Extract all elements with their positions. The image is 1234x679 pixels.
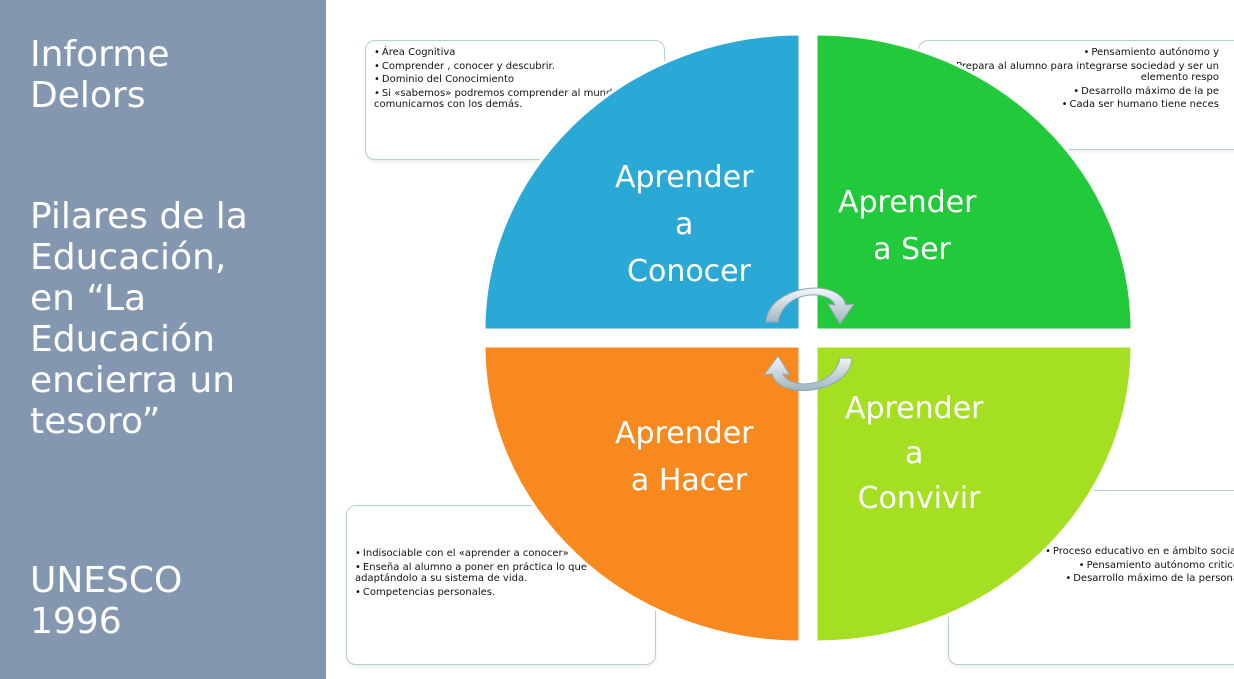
label-line: a Ser	[873, 232, 951, 267]
subtitle-line: Pilares de la	[30, 196, 248, 237]
subtitle-line: tesoro”	[30, 401, 161, 442]
subtitle-line: encierra un	[30, 360, 236, 401]
note-item: Proceso educativo en e ámbito social	[957, 546, 1234, 558]
quadrant-label: Aprender a Convivir	[845, 391, 993, 516]
note-item: Enseña al alumno a poner en práctica lo …	[355, 562, 647, 585]
quadrant-label: Aprender a Hacer	[615, 416, 763, 498]
org-line: 1996	[30, 601, 122, 642]
note-item: Desarrollo máximo de la persona	[957, 573, 1234, 585]
note-item: Dominio del Conocimiento	[374, 74, 656, 86]
label-line: a	[675, 207, 693, 242]
subtitle-line: Educación	[30, 319, 215, 360]
presentation-title: Informe Delors	[30, 34, 170, 116]
sidebar: Informe Delors Pilares de la Educación, …	[0, 0, 326, 679]
title-line: Informe	[30, 34, 170, 75]
organization-label: UNESCO 1996	[30, 560, 182, 642]
quadrant-aprender-a-conocer	[482, 32, 802, 332]
cycle-arrow-bottom-icon	[762, 355, 853, 392]
note-item: Indisociable con el «aprender a conocer»	[355, 548, 647, 560]
label-line: Aprender	[615, 160, 754, 195]
note-item: Si «sabemos» podremos comprender al mund…	[374, 88, 656, 111]
title-line: Delors	[30, 75, 146, 116]
presentation-subtitle: Pilares de la Educación, en “La Educació…	[30, 196, 320, 442]
quadrant-circle: Aprender a Conocer Aprender a Ser Aprend…	[482, 32, 1134, 644]
note-item: Comprender , conocer y descubrir.	[374, 61, 656, 73]
quadrant-label: Aprender a Conocer	[615, 160, 763, 289]
quadrant-aprender-a-convivir	[814, 344, 1134, 644]
note-item: Competencias personales.	[355, 587, 647, 599]
label-line: Conocer	[627, 254, 752, 289]
quadrant-aprender-a-ser	[814, 32, 1134, 332]
quadrant-label: Aprender a Ser	[838, 185, 986, 267]
cycle-arrow-top-icon	[765, 287, 856, 325]
quadrant-aprender-a-hacer	[482, 344, 802, 644]
label-line: Aprender	[838, 185, 977, 220]
org-line: UNESCO	[30, 560, 183, 601]
label-line: a	[905, 436, 923, 471]
subtitle-line: Educación,	[30, 237, 227, 278]
pillars-diagram: Área Cognitiva Comprender , conocer y de…	[326, 0, 1234, 679]
note-item: Desarrollo máximo de la pe	[927, 86, 1219, 98]
subtitle-line: en “La	[30, 278, 147, 319]
label-line: Aprender	[615, 416, 754, 451]
label-line: a Hacer	[631, 463, 748, 498]
note-item: Prepara al alumno para integrarse socied…	[927, 61, 1219, 84]
note-item: Cada ser humano tiene neces	[927, 99, 1219, 111]
label-line: Aprender	[845, 391, 984, 426]
note-item: Pensamiento autónomo y	[927, 47, 1219, 59]
label-line: Convivir	[858, 481, 981, 516]
note-item: Pensamiento autónomo critico	[957, 560, 1234, 572]
note-item: Área Cognitiva	[374, 47, 656, 59]
